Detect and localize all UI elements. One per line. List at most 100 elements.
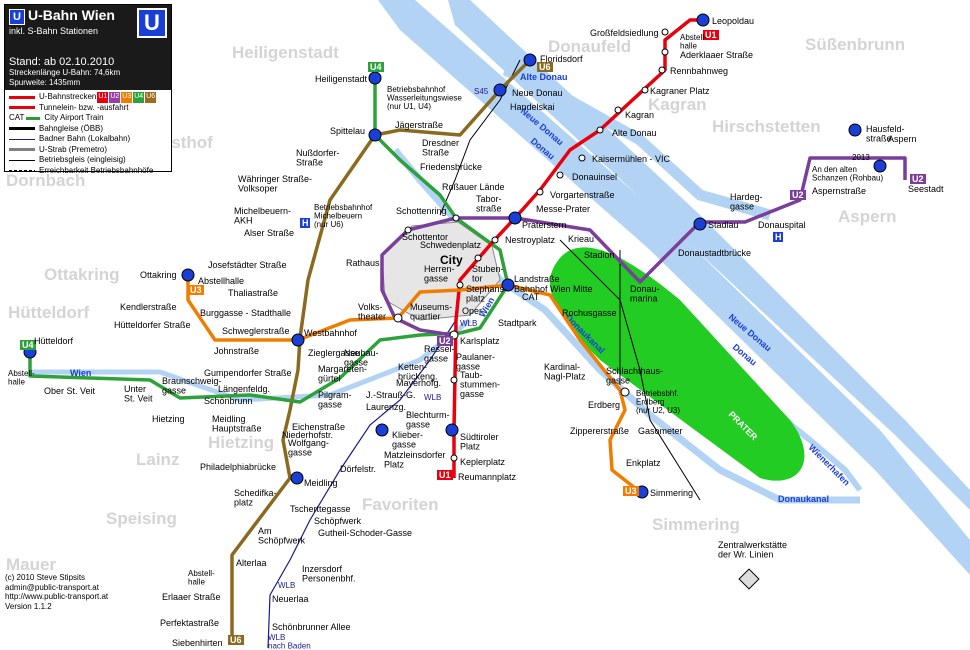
station-dot-kagran[interactable]: [614, 106, 622, 114]
tag-u6-floridsdorf-bg: [537, 62, 553, 72]
tag-u6-siebenhirten: U6: [230, 635, 242, 645]
station-dot-aderklaaer[interactable]: [661, 48, 669, 56]
u-bahn-logo-icon: U: [137, 8, 167, 38]
legend-tag-u4: U4: [133, 92, 145, 103]
tag-u2-seestadt-bg: [910, 174, 926, 184]
tag-u1-reumann: U1: [439, 470, 451, 480]
tag-u3-ottakring: U3: [190, 285, 202, 295]
depot-markers: H H: [300, 218, 783, 242]
station-niederhofstr: Niederhofstr.: [282, 430, 333, 440]
line-end-tags: U1 U1 U2 U2 U2 U3 U3 U4 U4 U6 U6: [20, 30, 926, 645]
station-enkplatz: Enkplatz: [626, 458, 661, 468]
station-dot-kaisermuehlen[interactable]: [578, 154, 586, 162]
credit-email[interactable]: admin@public-transport.at: [5, 582, 99, 592]
station-dot-donauinsel[interactable]: [556, 171, 564, 179]
station-donaumarina: Donau-marina: [630, 284, 660, 303]
station-dot-grossfeld[interactable]: [661, 28, 669, 36]
station-perfektastrasse: Perfektastraße: [160, 618, 219, 628]
legend-swatch-erreichbarkeit: [9, 170, 35, 172]
station-dot-westbahnhof[interactable]: [291, 333, 305, 347]
district-favoriten: Favoriten: [362, 495, 439, 514]
station-dot-heiligenstadt[interactable]: [368, 71, 382, 85]
station-dot-floridsdorf[interactable]: [523, 53, 537, 67]
tag-u3-simmering: U3: [625, 486, 637, 496]
station-spittelau: Spittelau: [330, 126, 365, 136]
station-dot-landstrasse[interactable]: [501, 278, 515, 292]
station-taborstrasse: Tabor-straße: [476, 194, 502, 213]
station-dot-keplerplatz[interactable]: [450, 454, 458, 462]
label-donaukanal-2: Donaukanal: [778, 494, 829, 504]
tag-u1-reumann-bg: [437, 470, 453, 480]
tag-u2-karlsplatz-bg: [437, 336, 453, 346]
station-dot-praterstern[interactable]: [508, 211, 522, 225]
legend-swatch-tunnel: [9, 106, 35, 110]
legend-swatch-oebb: [9, 127, 35, 131]
donau-river: [378, 0, 970, 575]
station-dot-nestroy[interactable]: [491, 236, 499, 244]
station-abstellhalle-u1: Abstell-halle: [680, 33, 707, 50]
station-gumpendorfer: Gumpendorfer Straße: [204, 368, 292, 378]
station-blechturm: Blechturm-gasse: [406, 410, 450, 429]
station-rathaus: Rathaus: [346, 258, 380, 268]
station-simmering: Simmering: [650, 488, 693, 498]
district-donaufeld: Donaufeld: [548, 37, 631, 56]
station-westbahnhof: Westbahnhof: [304, 328, 357, 338]
district-ottakring: Ottakring: [44, 265, 120, 284]
district-labels: Heiligenstadt Donaufeld Süßenbrunn Gerst…: [6, 35, 905, 574]
station-dot-vorgarten[interactable]: [536, 188, 544, 196]
u-bahn-icon: U: [9, 9, 25, 25]
station-dot-rennbahnweg[interactable]: [658, 66, 666, 74]
station-huetteldorf: Hütteldorf: [34, 336, 74, 346]
legend-sbahn-note: inkl. S-Bahn Stationen: [9, 26, 99, 36]
station-dot-stadlau[interactable]: [693, 217, 707, 231]
station-dot-aspern-nord[interactable]: [873, 159, 887, 173]
district-kagran: Kagran: [648, 95, 707, 114]
station-dot-schwedenplatz[interactable]: [474, 254, 482, 262]
district-speising: Speising: [106, 509, 177, 528]
station-dot-handelskai[interactable]: [493, 83, 507, 97]
station-alser: Alser Straße: [244, 228, 294, 238]
station-jaegerstrasse: Jägerstraße: [395, 120, 443, 130]
station-dot-schottentor[interactable]: [404, 226, 412, 234]
station-abstellhalle-u6: Abstell-halle: [188, 569, 215, 586]
station-dot-ottakring[interactable]: [181, 268, 195, 282]
tag-u4-huetteldorf-bg: [20, 340, 36, 350]
station-dot-alte-donau[interactable]: [596, 126, 604, 134]
station-dot-volkstheater[interactable]: [393, 313, 403, 323]
station-schoenbrunn: Schönbrunn: [204, 396, 253, 406]
station-messe: Messe-Prater: [536, 204, 590, 214]
station-dot-taubstummen[interactable]: [450, 376, 458, 384]
legend-info: Stand: ab 02.10.2010 Streckenlänge U-Bah…: [5, 56, 171, 90]
station-dot-stephansplatz[interactable]: [456, 281, 464, 289]
station-dot-schottenring[interactable]: [452, 214, 460, 222]
label-wien-1: Wien: [70, 368, 91, 378]
credit-website[interactable]: http://www.public-transport.at: [5, 592, 109, 601]
district-hirschstetten: Hirschstetten: [712, 117, 821, 136]
station-leopoldau: Leopoldau: [712, 16, 754, 26]
station-dot-spittelau[interactable]: [368, 128, 382, 142]
legend-swatch-ubahn: [9, 95, 35, 99]
station-volkstheater: Volks-theater: [358, 302, 386, 321]
station-schottenring: Schottenring: [396, 206, 447, 216]
station-dot-suedtiroler[interactable]: [445, 423, 459, 437]
station-dot-erdberg[interactable]: [620, 387, 630, 397]
station-zieglergasse: Zieglergasse: [308, 348, 360, 358]
legend-label-oebb: Bahngleise (ÖBB): [39, 123, 104, 133]
label-wlb-oper: WLB: [460, 319, 477, 328]
legend-swatch-betriebsgleis: [9, 159, 35, 161]
station-kagran: Kagran: [625, 110, 654, 120]
line-u3: [186, 275, 642, 494]
station-dot-leopoldau[interactable]: [696, 13, 710, 27]
station-tscherttegasse: Tscherttegasse: [290, 504, 351, 514]
station-dot-matzleinsdorf[interactable]: [375, 423, 389, 437]
tag-u2-seestadt: U2: [912, 174, 924, 184]
district-huetteldorf: Hütteldorf: [8, 303, 90, 322]
station-dot-meidling[interactable]: [290, 471, 304, 485]
station-ober-st-veit: Ober St. Veit: [44, 386, 96, 396]
district-simmering: Simmering: [652, 515, 740, 534]
station-dot-hausfeld[interactable]: [848, 123, 862, 137]
station-dot-kagraner-platz[interactable]: [641, 86, 649, 94]
credit-copyright: (c) 2010 Steve Stipsits: [5, 573, 86, 582]
